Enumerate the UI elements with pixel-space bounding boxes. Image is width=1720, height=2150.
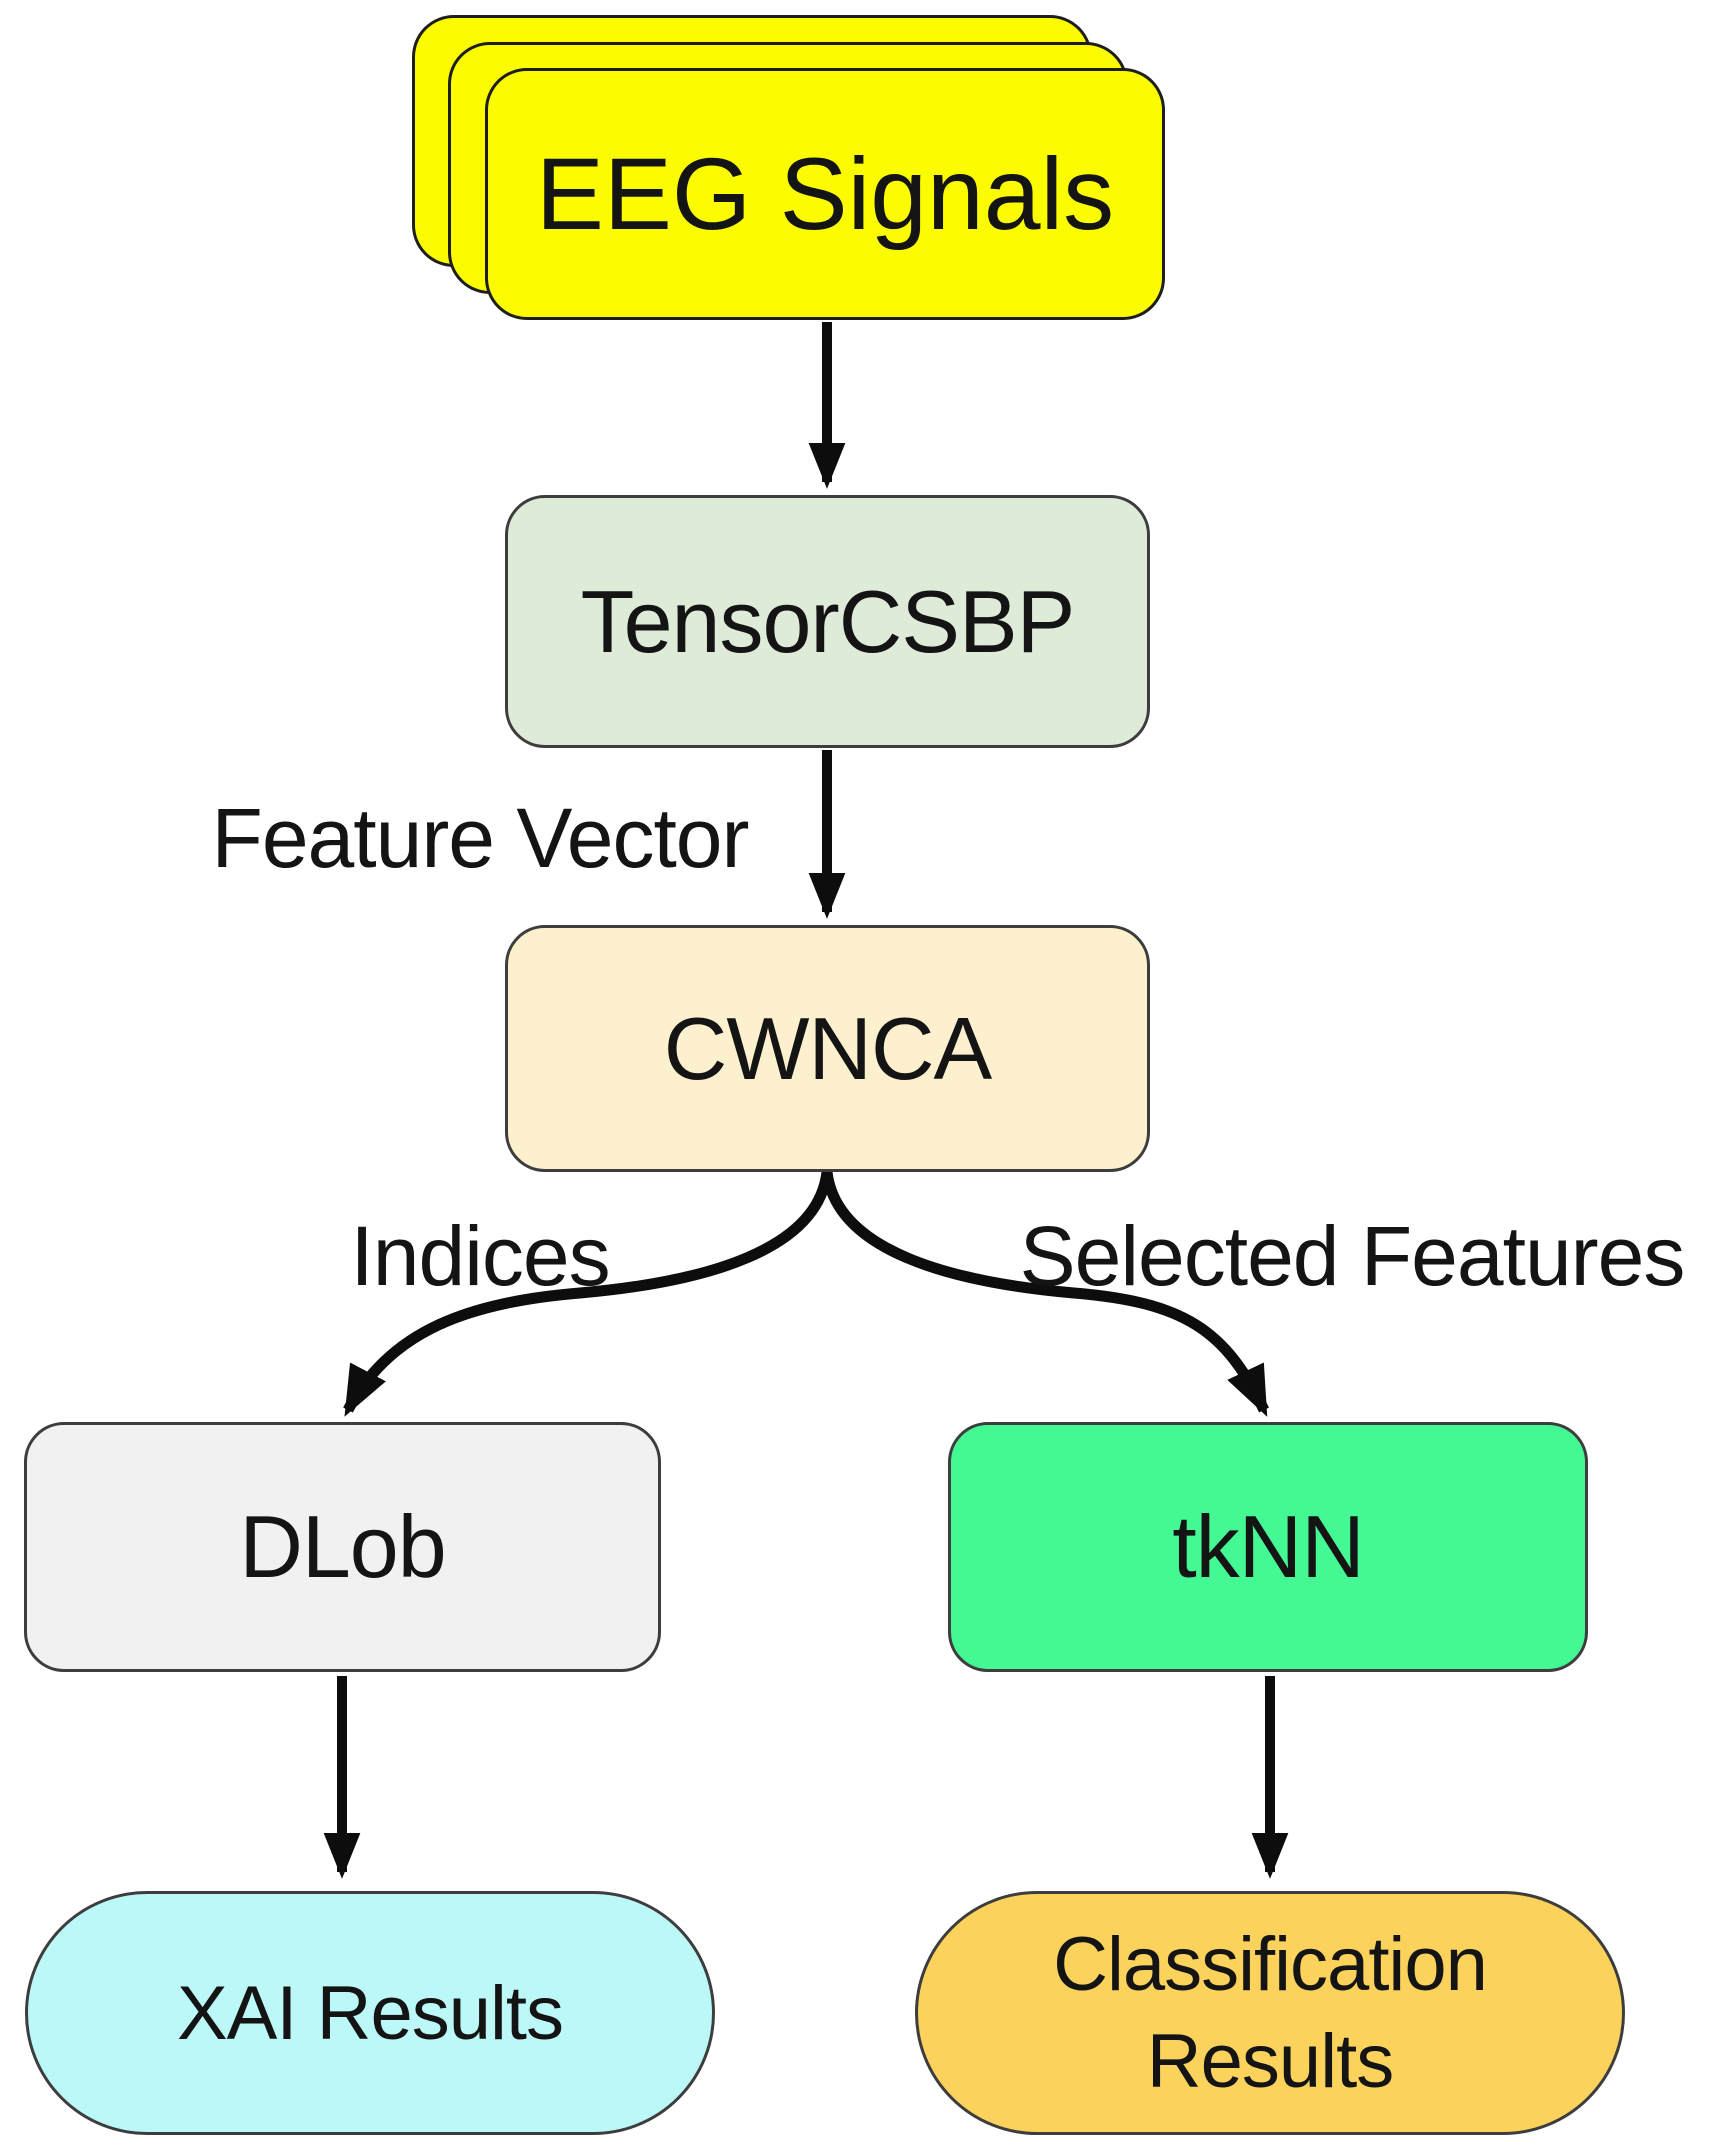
node-tknn-label: tkNN bbox=[1172, 1497, 1365, 1596]
node-dlob: DLob bbox=[24, 1422, 661, 1672]
node-tensorcsbp: TensorCSBP bbox=[505, 495, 1150, 748]
edge-label-selected-features: Selected Features bbox=[1019, 1208, 1686, 1303]
node-classification-results-label: Classification Results bbox=[1053, 1921, 1488, 2104]
node-classification-results: Classification Results bbox=[915, 1891, 1625, 2135]
edge-label-feature-vector: Feature Vector bbox=[211, 790, 750, 885]
node-cwnca-label: CWNCA bbox=[663, 998, 992, 1098]
node-eeg-signals: EEG Signals bbox=[485, 68, 1165, 320]
node-eeg-signals-label: EEG Signals bbox=[535, 136, 1115, 251]
edge-label-indices: Indices bbox=[350, 1208, 610, 1303]
node-tensorcsbp-label: TensorCSBP bbox=[580, 571, 1076, 671]
node-xai-results-label: XAI Results bbox=[176, 1970, 564, 2056]
node-tknn: tkNN bbox=[948, 1422, 1588, 1672]
node-xai-results: XAI Results bbox=[25, 1891, 715, 2135]
node-dlob-label: DLob bbox=[239, 1497, 446, 1596]
node-cwnca: CWNCA bbox=[505, 925, 1150, 1172]
